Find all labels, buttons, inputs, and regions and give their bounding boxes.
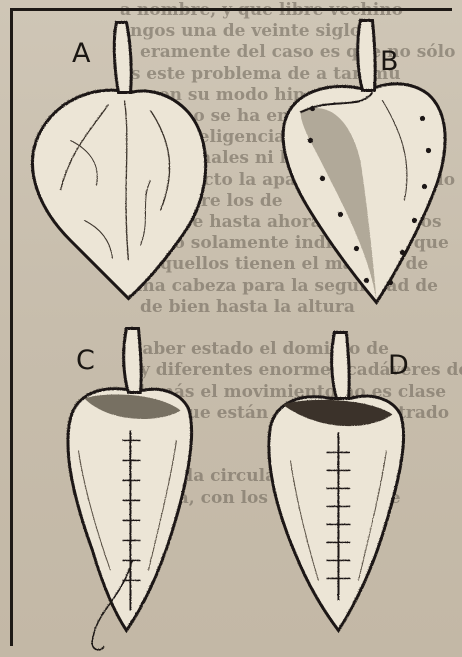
figure-b-label: B [380, 46, 399, 77]
figure-c-sac [67, 328, 191, 649]
figure-d-sac [268, 332, 403, 630]
figure-a-label: A [72, 38, 90, 69]
figure-c-label: C [76, 345, 95, 376]
figure-d-label: D [388, 350, 409, 381]
figure-b-sac [283, 20, 445, 302]
figure-a-sac [32, 22, 205, 298]
